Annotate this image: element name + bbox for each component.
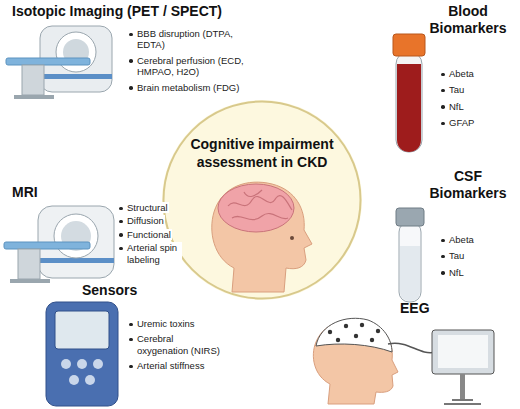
group-title: Isotopic Imaging (PET / SPECT) xyxy=(12,3,312,20)
node-title: Cognitive impairment assessment in CKD xyxy=(178,136,346,171)
bullet-item: NfL xyxy=(440,101,465,112)
group-title: EEG xyxy=(400,300,460,317)
center-circle: Cognitive impairment assessment in CKD xyxy=(162,100,362,300)
eeg-setup xyxy=(313,318,494,404)
group-title: CSF Biomarkers xyxy=(424,168,512,202)
sensor-device xyxy=(46,302,118,406)
bullet-item: Abeta xyxy=(440,68,475,79)
bullet-item: Arterial stiffness xyxy=(128,360,205,371)
blood-tube xyxy=(393,34,425,152)
bullet-item: Brain metabolism (FDG) xyxy=(128,82,240,93)
bullet-item: GFAP xyxy=(440,117,475,128)
bullet-item: NfL xyxy=(440,267,465,278)
bullet-item: BBB disruption (DTPA, EDTA) xyxy=(128,28,246,51)
bullet-item: Abeta xyxy=(440,234,475,245)
group-title: MRI xyxy=(12,184,72,201)
bullet-item: Cerebral oxygenation (NIRS) xyxy=(128,333,228,356)
head-illustration xyxy=(212,182,312,292)
csf-tube xyxy=(396,208,424,302)
bullet-item: Tau xyxy=(440,84,465,95)
bullet-item: Arterial spin labeling xyxy=(118,242,182,265)
bullet-item: Functional xyxy=(118,229,172,240)
group-title: Blood Biomarkers xyxy=(424,3,512,37)
group-title: Sensors xyxy=(82,282,172,299)
bullet-item: Structural xyxy=(118,202,169,213)
bullet-item: Uremic toxins xyxy=(128,318,196,329)
circle-outline xyxy=(162,100,362,300)
bullet-item: Cerebral perfusion (ECD, HMPAO, H2O) xyxy=(128,55,246,78)
center-circle-fill xyxy=(162,100,362,300)
bullet-item: Tau xyxy=(440,250,465,261)
pet-scanner xyxy=(6,26,112,99)
mri-scanner xyxy=(4,206,114,283)
bullet-item: Diffusion xyxy=(118,215,165,226)
